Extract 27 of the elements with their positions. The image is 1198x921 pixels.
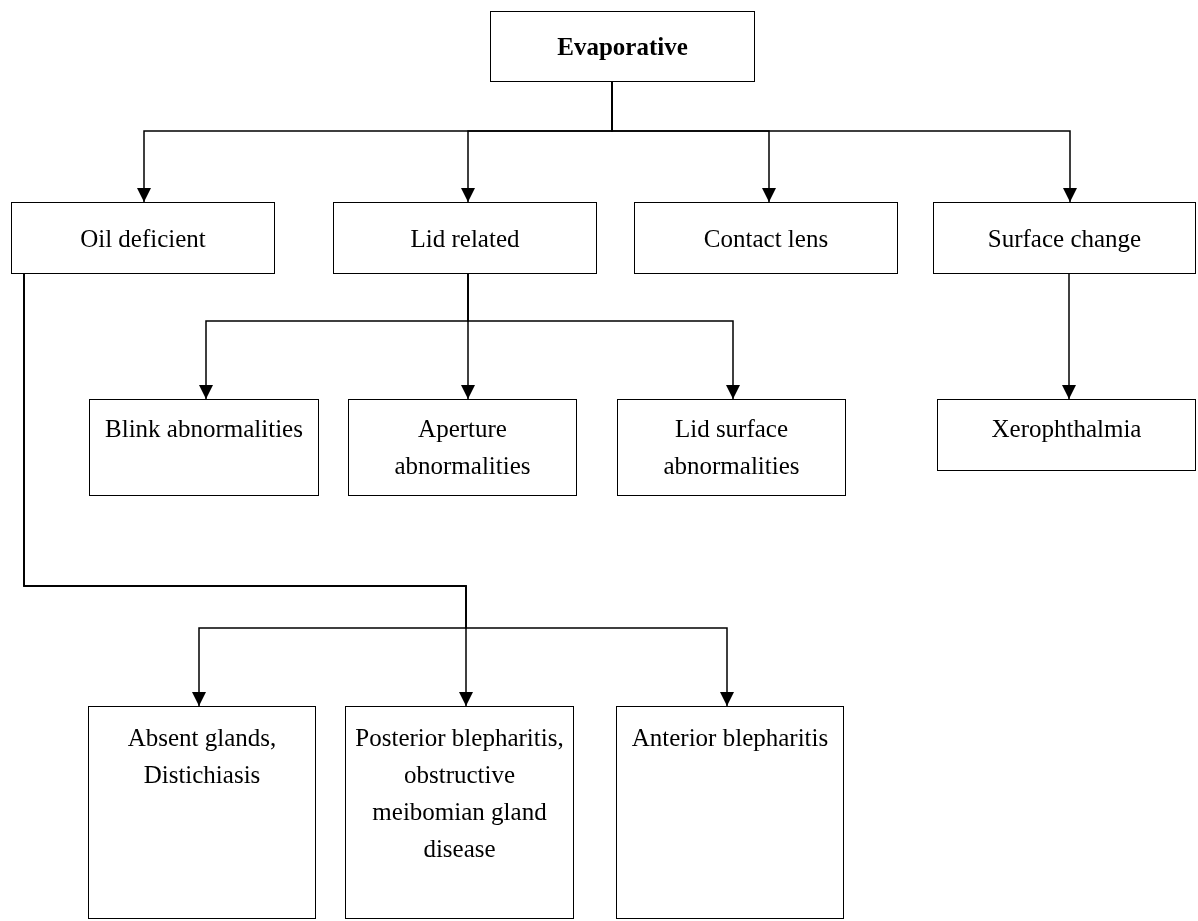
box-label: Surface change: [987, 223, 1142, 254]
box-label: Lid related: [410, 223, 520, 254]
category-box: [937, 399, 1196, 471]
box-label: Contact lens: [703, 223, 829, 254]
box-label: Xerophthalmia: [991, 414, 1142, 444]
category-box: [490, 11, 755, 82]
category-box: [333, 202, 597, 274]
box-label: Lid surface abnormalities: [662, 414, 801, 481]
category-box: [88, 706, 316, 919]
category-box: [933, 202, 1196, 274]
category-box: [89, 399, 319, 496]
connector-arrow: [23, 273, 734, 707]
box-label: Blink abnormalities: [105, 414, 303, 444]
box-label: Aperture abnormalities: [393, 414, 532, 481]
box-label: Absent glands, Distichiasis: [126, 723, 278, 790]
category-box: [11, 202, 275, 274]
category-box: [348, 399, 577, 496]
box-label: Oil deficient: [80, 223, 206, 254]
box-label: Posterior blepharitis, obstructive meibomian gland disease: [354, 723, 565, 864]
category-box: [617, 399, 846, 496]
box-label: Evaporative: [557, 32, 688, 62]
connector-arrow: [1062, 273, 1076, 400]
category-box: [345, 706, 574, 919]
connector-arrow: [467, 273, 740, 400]
category-box: [616, 706, 844, 919]
category-box: [634, 202, 898, 274]
box-label: Anterior blepharitis: [631, 723, 829, 753]
